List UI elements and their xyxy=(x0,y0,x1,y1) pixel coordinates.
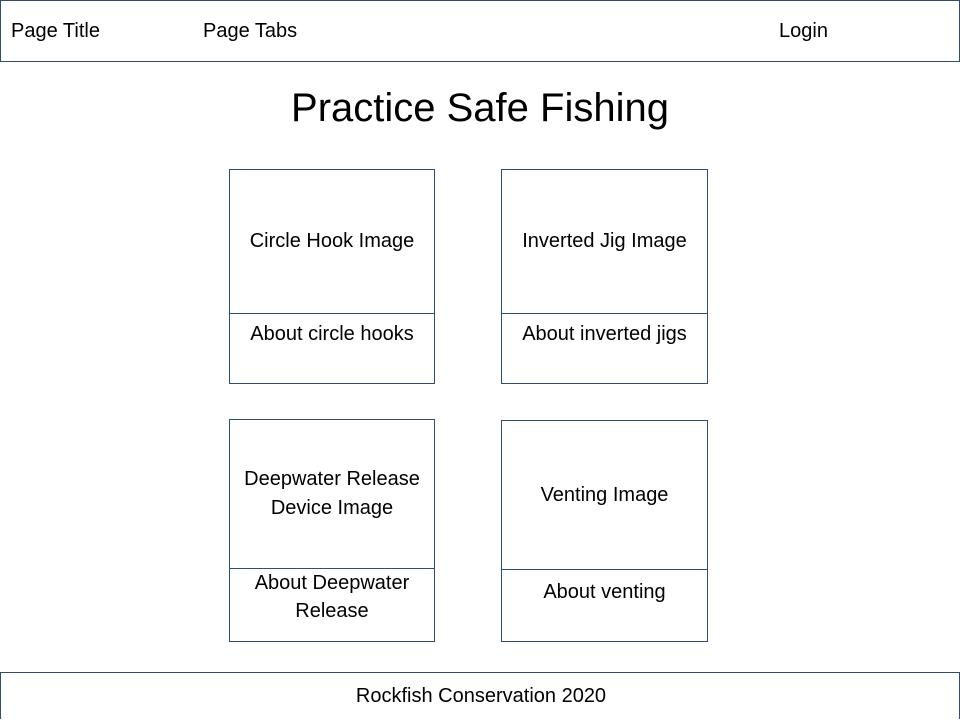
card-about-label: About venting xyxy=(543,581,666,603)
page-tabs[interactable]: Page Tabs xyxy=(203,20,298,42)
main-heading: Practice Safe Fishing xyxy=(291,86,669,130)
login-link[interactable]: Login xyxy=(779,20,828,42)
page-title-link[interactable]: Page Title xyxy=(11,20,100,42)
card-image-label: Deepwater Release Device Image xyxy=(244,468,420,519)
card-inverted-jigs[interactable]: Inverted Jig Image About inverted jigs xyxy=(501,169,708,384)
card-image-placeholder[interactable]: Venting Image xyxy=(502,421,707,570)
card-about-link[interactable]: About inverted jigs xyxy=(502,314,707,383)
card-about-label: About Deepwater Release xyxy=(254,572,410,622)
card-image-placeholder[interactable]: Circle Hook Image xyxy=(230,170,434,314)
card-about-link[interactable]: About circle hooks xyxy=(230,314,434,383)
footer-bar: Rockfish Conservation 2020 xyxy=(0,672,960,719)
card-image-label: Circle Hook Image xyxy=(249,230,415,252)
card-deepwater-release[interactable]: Deepwater Release Device Image About Dee… xyxy=(229,419,435,642)
header-bar: Page Title Page Tabs Login xyxy=(0,0,960,62)
card-image-label: Venting Image xyxy=(540,483,669,506)
card-image-label: Inverted Jig Image xyxy=(522,230,687,252)
card-about-link[interactable]: About venting xyxy=(502,570,707,641)
card-image-placeholder[interactable]: Inverted Jig Image xyxy=(502,170,707,314)
card-image-placeholder[interactable]: Deepwater Release Device Image xyxy=(230,420,434,569)
card-about-link[interactable]: About Deepwater Release xyxy=(230,569,434,641)
card-about-label: About inverted jigs xyxy=(522,323,687,345)
card-about-label: About circle hooks xyxy=(250,323,414,345)
card-venting[interactable]: Venting Image About venting xyxy=(501,420,708,642)
footer-text: Rockfish Conservation 2020 xyxy=(355,685,607,707)
card-circle-hooks[interactable]: Circle Hook Image About circle hooks xyxy=(229,169,435,384)
